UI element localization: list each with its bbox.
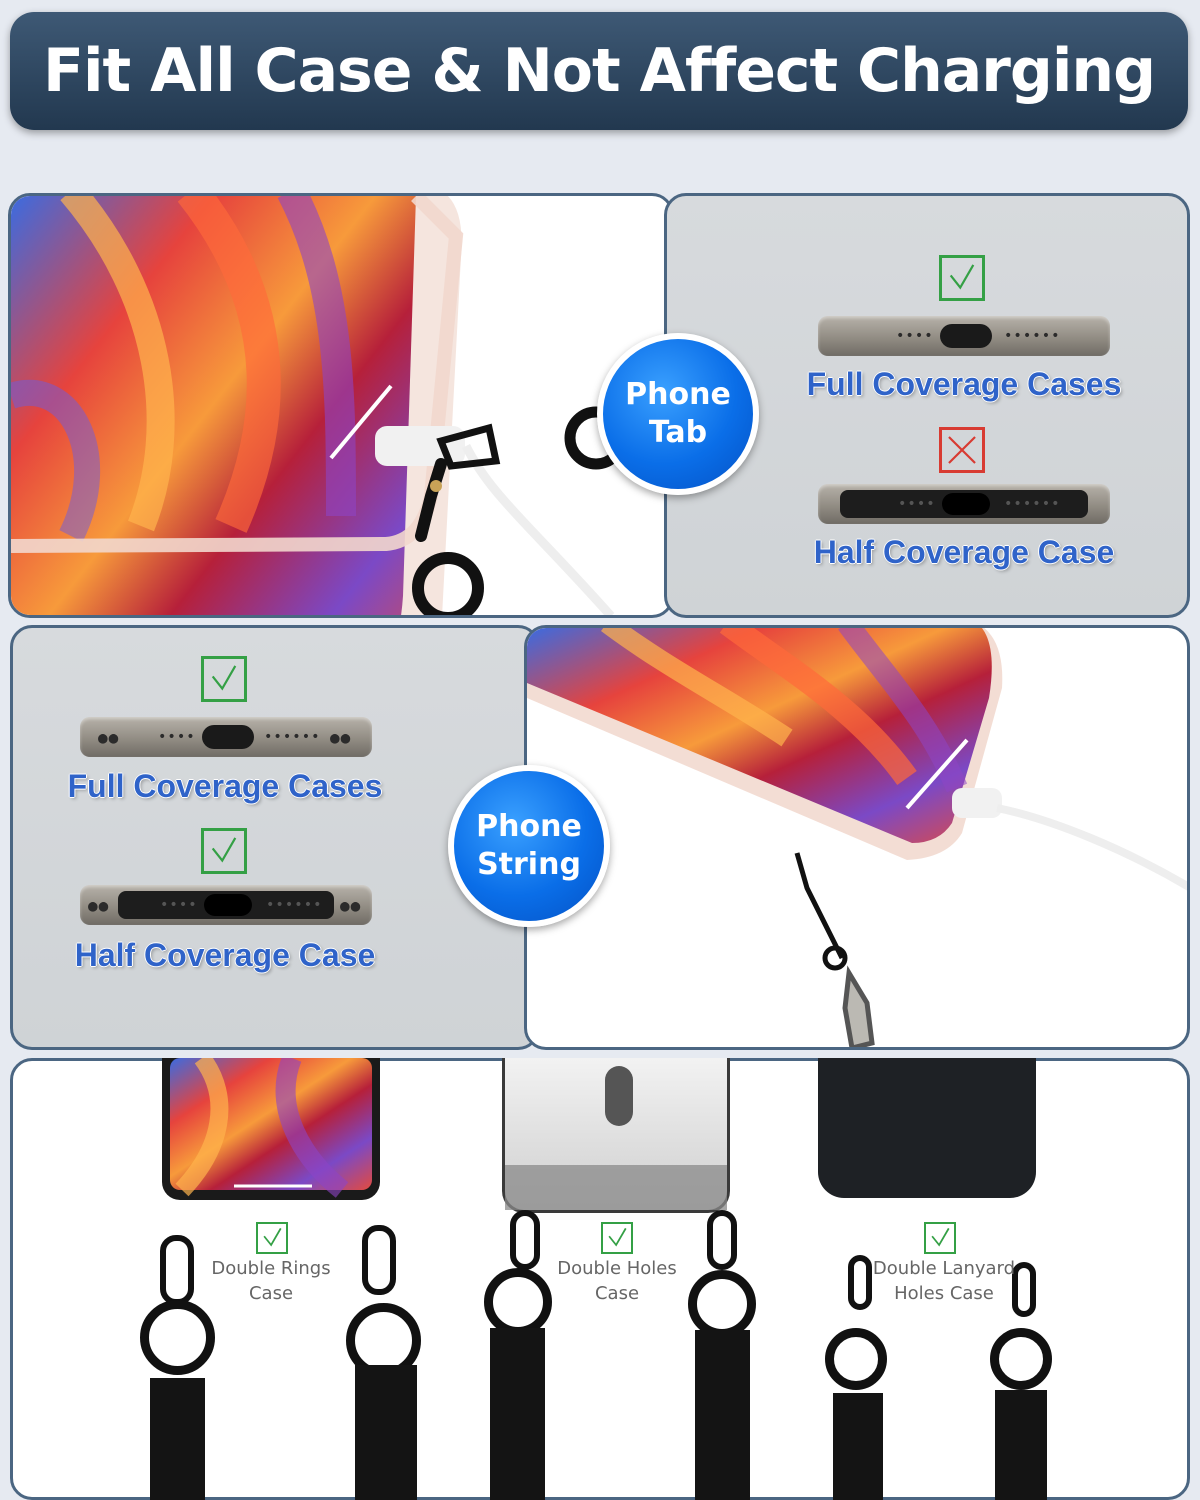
phone-string-photo-panel — [524, 625, 1190, 1050]
phone-tab-bubble-line1: Phone — [625, 377, 731, 412]
right-ring-hook — [362, 1225, 396, 1295]
string-half-coverage-check-icon — [201, 828, 247, 874]
lanyard-left-strap — [833, 1393, 883, 1500]
holes-right-ring — [688, 1270, 756, 1338]
phone-tab-bubble-line2: Tab — [648, 415, 708, 450]
phone-string-bubble-line2: String — [477, 847, 581, 882]
lanyard-right-hook — [1012, 1262, 1036, 1317]
lanyard-right-ring — [990, 1328, 1052, 1390]
full-coverage-case-port: •••• •••••• — [818, 316, 1110, 356]
double-lanyard-label: Double Lanyard Holes Case — [864, 1256, 1024, 1306]
double-lanyard-check-icon — [924, 1222, 956, 1254]
holes-right-strap — [695, 1330, 750, 1500]
holes-right-hook — [707, 1210, 737, 1270]
holes-left-hook — [510, 1210, 540, 1270]
double-rings-label: Double Rings Case — [196, 1256, 346, 1306]
double-rings-phone — [162, 1058, 380, 1200]
right-strap — [355, 1365, 417, 1500]
tab-full-coverage-label: Full Coverage Cases — [806, 366, 1122, 402]
double-holes-check-icon — [601, 1222, 633, 1254]
double-holes-line2: Case — [594, 1283, 640, 1304]
string-full-coverage-check-icon — [201, 656, 247, 702]
double-holes-line1: Double Holes — [557, 1258, 677, 1279]
phone-string-bubble-line1: Phone — [476, 809, 582, 844]
double-holes-label: Double Holes Case — [542, 1256, 692, 1306]
left-strap — [150, 1378, 205, 1500]
phone-with-tab-illustration — [11, 196, 628, 615]
double-lanyard-line2: Holes Case — [894, 1283, 994, 1304]
string-full-coverage-label: Full Coverage Cases — [67, 768, 383, 804]
double-rings-line2: Case — [248, 1283, 294, 1304]
lanyard-left-ring — [825, 1328, 887, 1390]
banner-title: Fit All Case & Not Affect Charging — [42, 36, 1156, 106]
double-lanyard-line1: Double Lanyard — [872, 1258, 1016, 1279]
double-holes-phone — [502, 1058, 730, 1213]
phone-tab-photo-panel — [8, 193, 674, 618]
tab-half-coverage-label: Half Coverage Case — [813, 534, 1115, 570]
half-coverage-cross-icon — [939, 427, 985, 473]
left-ring — [140, 1300, 215, 1375]
holes-left-strap — [490, 1328, 545, 1500]
lanyard-left-hook — [848, 1255, 872, 1310]
half-coverage-case-port: •••• •••••• — [818, 484, 1110, 524]
double-rings-line1: Double Rings — [211, 1258, 331, 1279]
full-coverage-check-icon — [939, 255, 985, 301]
string-full-coverage-case-port: ●● •••• •••••• ●● — [80, 717, 372, 757]
double-rings-check-icon — [256, 1222, 288, 1254]
lanyard-right-strap — [995, 1390, 1047, 1500]
left-ring-hook — [160, 1235, 194, 1305]
string-half-coverage-label: Half Coverage Case — [74, 937, 376, 973]
title-banner: Fit All Case & Not Affect Charging — [10, 12, 1188, 130]
string-half-coverage-case-port: ●● •••• •••••• ●● — [80, 885, 372, 925]
double-lanyard-phone — [818, 1058, 1036, 1198]
phone-with-string-illustration — [527, 628, 1187, 1047]
